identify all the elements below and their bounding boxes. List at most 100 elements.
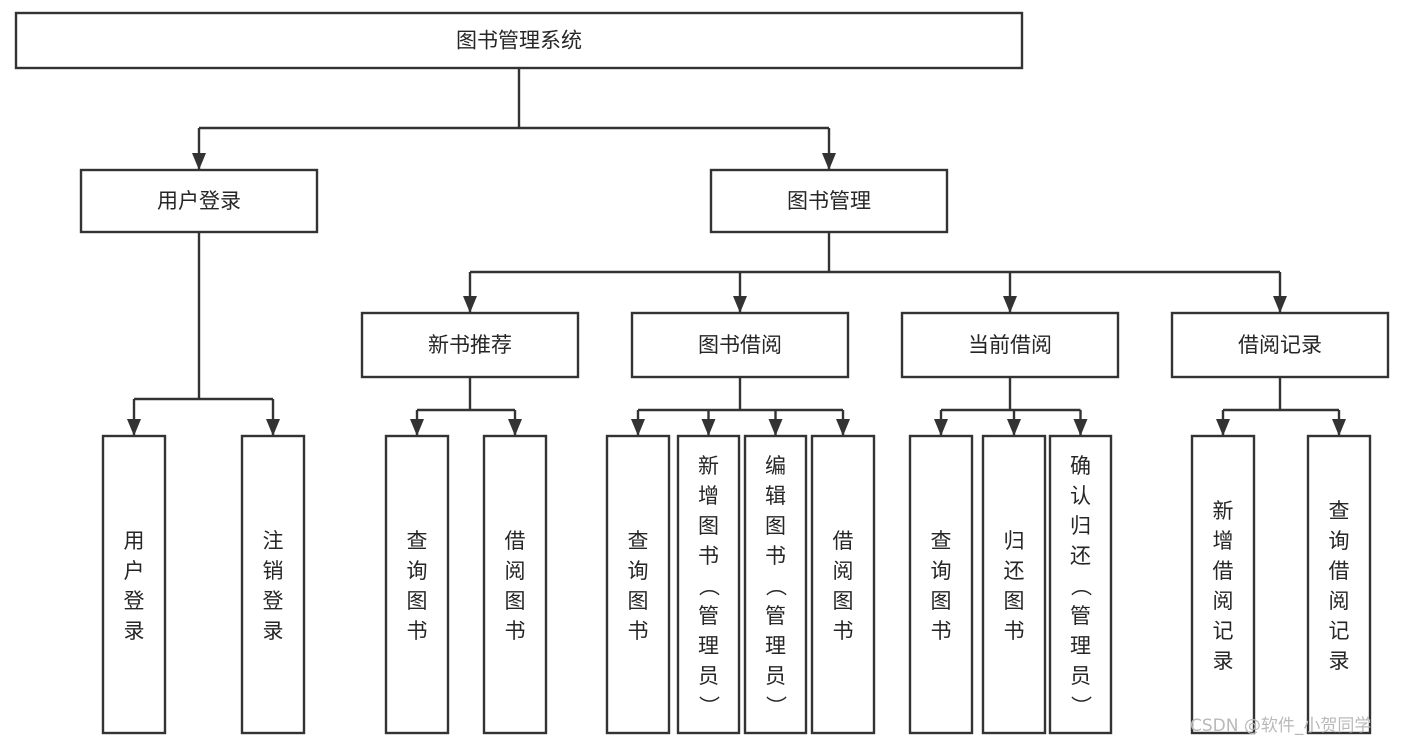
node-box-user-login[interactable] xyxy=(79,168,319,234)
node-box-leaf-query-book-3[interactable] xyxy=(908,434,974,735)
node-box-leaf-add-record[interactable] xyxy=(1190,434,1256,735)
node-box-leaf-borrow-book-1[interactable] xyxy=(482,434,548,735)
edges-layer xyxy=(127,68,1346,436)
svg-text:查: 查 xyxy=(1329,499,1350,523)
svg-text:理: 理 xyxy=(1070,634,1091,658)
node-box-book-borrow[interactable] xyxy=(630,311,850,379)
arrow-head xyxy=(701,419,716,436)
svg-text:归: 归 xyxy=(1004,529,1025,553)
arrow-head xyxy=(508,419,522,436)
svg-text:书: 书 xyxy=(698,544,719,568)
node-box-leaf-query-record[interactable] xyxy=(1306,434,1372,735)
arrow-head xyxy=(127,419,141,436)
node-box-leaf-query-book-1[interactable] xyxy=(384,434,450,735)
svg-text:管: 管 xyxy=(1070,604,1091,628)
node-leaf-user-login[interactable]: 用户登录 xyxy=(101,434,167,735)
svg-text:阅: 阅 xyxy=(1329,589,1350,613)
conn-bookborrow-bus xyxy=(631,377,850,436)
node-box-leaf-user-login[interactable] xyxy=(101,434,167,735)
conn-userlogin-bus xyxy=(127,232,280,436)
node-box-borrow-record[interactable] xyxy=(1170,311,1390,379)
svg-text:书: 书 xyxy=(628,619,649,643)
arrow-head xyxy=(733,296,747,313)
conn-bookmanage-bus xyxy=(463,232,1287,313)
node-box-leaf-add-book[interactable] xyxy=(676,434,741,735)
svg-text:书: 书 xyxy=(407,619,428,643)
svg-text:新: 新 xyxy=(698,454,719,478)
svg-text:查: 查 xyxy=(628,529,649,553)
node-label-user-login: 用户登录 xyxy=(157,189,241,213)
svg-text:增: 增 xyxy=(698,484,719,508)
node-borrow-record[interactable]: 借阅记录 xyxy=(1170,311,1390,379)
node-box-leaf-confirm-return[interactable] xyxy=(1048,434,1113,735)
arrow-head xyxy=(1332,419,1346,436)
node-box-leaf-borrow-book-2[interactable] xyxy=(810,434,876,735)
arrow-head xyxy=(631,419,645,436)
svg-text:编: 编 xyxy=(765,454,786,478)
svg-text:增: 增 xyxy=(1213,529,1234,553)
node-label-new-book-rec: 新书推荐 xyxy=(428,333,512,357)
svg-text:）: ） xyxy=(697,695,721,716)
conn-currentborrow-bus xyxy=(934,377,1088,436)
node-label-leaf-user-login: 用户登录 xyxy=(124,529,145,643)
arrow-head xyxy=(836,419,850,436)
node-box-book-manage[interactable] xyxy=(709,168,949,234)
svg-text:还: 还 xyxy=(1004,559,1025,583)
node-book-borrow[interactable]: 图书借阅 xyxy=(630,311,850,379)
svg-text:户: 户 xyxy=(124,559,145,583)
node-box-leaf-return-book[interactable] xyxy=(981,434,1047,735)
svg-text:图: 图 xyxy=(1004,589,1025,613)
svg-text:书: 书 xyxy=(931,619,952,643)
svg-text:书: 书 xyxy=(1004,619,1025,643)
node-box-current-borrow[interactable] xyxy=(900,311,1120,379)
node-new-book-rec[interactable]: 新书推荐 xyxy=(360,311,580,379)
node-box-leaf-edit-book[interactable] xyxy=(743,434,808,735)
svg-text:询: 询 xyxy=(931,559,952,583)
node-box-leaf-query-book-2[interactable] xyxy=(605,434,671,735)
arrow-head xyxy=(1003,296,1017,313)
svg-text:（: （ xyxy=(697,575,721,596)
svg-text:询: 询 xyxy=(1329,529,1350,553)
svg-text:图: 图 xyxy=(628,589,649,613)
svg-text:（: （ xyxy=(764,575,788,596)
node-box-root[interactable] xyxy=(14,11,1024,70)
svg-text:）: ） xyxy=(1069,695,1093,716)
svg-text:图: 图 xyxy=(931,589,952,613)
svg-text:询: 询 xyxy=(407,559,428,583)
svg-text:确: 确 xyxy=(1070,454,1091,478)
node-box-leaf-user-logout[interactable] xyxy=(240,434,306,735)
svg-text:归: 归 xyxy=(1070,514,1091,538)
svg-text:借: 借 xyxy=(1329,559,1350,583)
conn-newbook-bus xyxy=(410,377,522,436)
svg-text:员: 员 xyxy=(765,664,786,688)
node-user-login[interactable]: 用户登录 xyxy=(79,168,319,234)
node-current-borrow[interactable]: 当前借阅 xyxy=(900,311,1120,379)
node-label-borrow-record: 借阅记录 xyxy=(1238,333,1322,357)
node-book-manage[interactable]: 图书管理 xyxy=(709,168,949,234)
node-box-new-book-rec[interactable] xyxy=(360,311,580,379)
svg-text:录: 录 xyxy=(124,619,145,643)
svg-text:）: ） xyxy=(764,695,788,716)
node-root[interactable]: 图书管理系统 xyxy=(14,11,1024,70)
arrow-head xyxy=(768,419,783,436)
svg-text:用: 用 xyxy=(124,529,145,553)
